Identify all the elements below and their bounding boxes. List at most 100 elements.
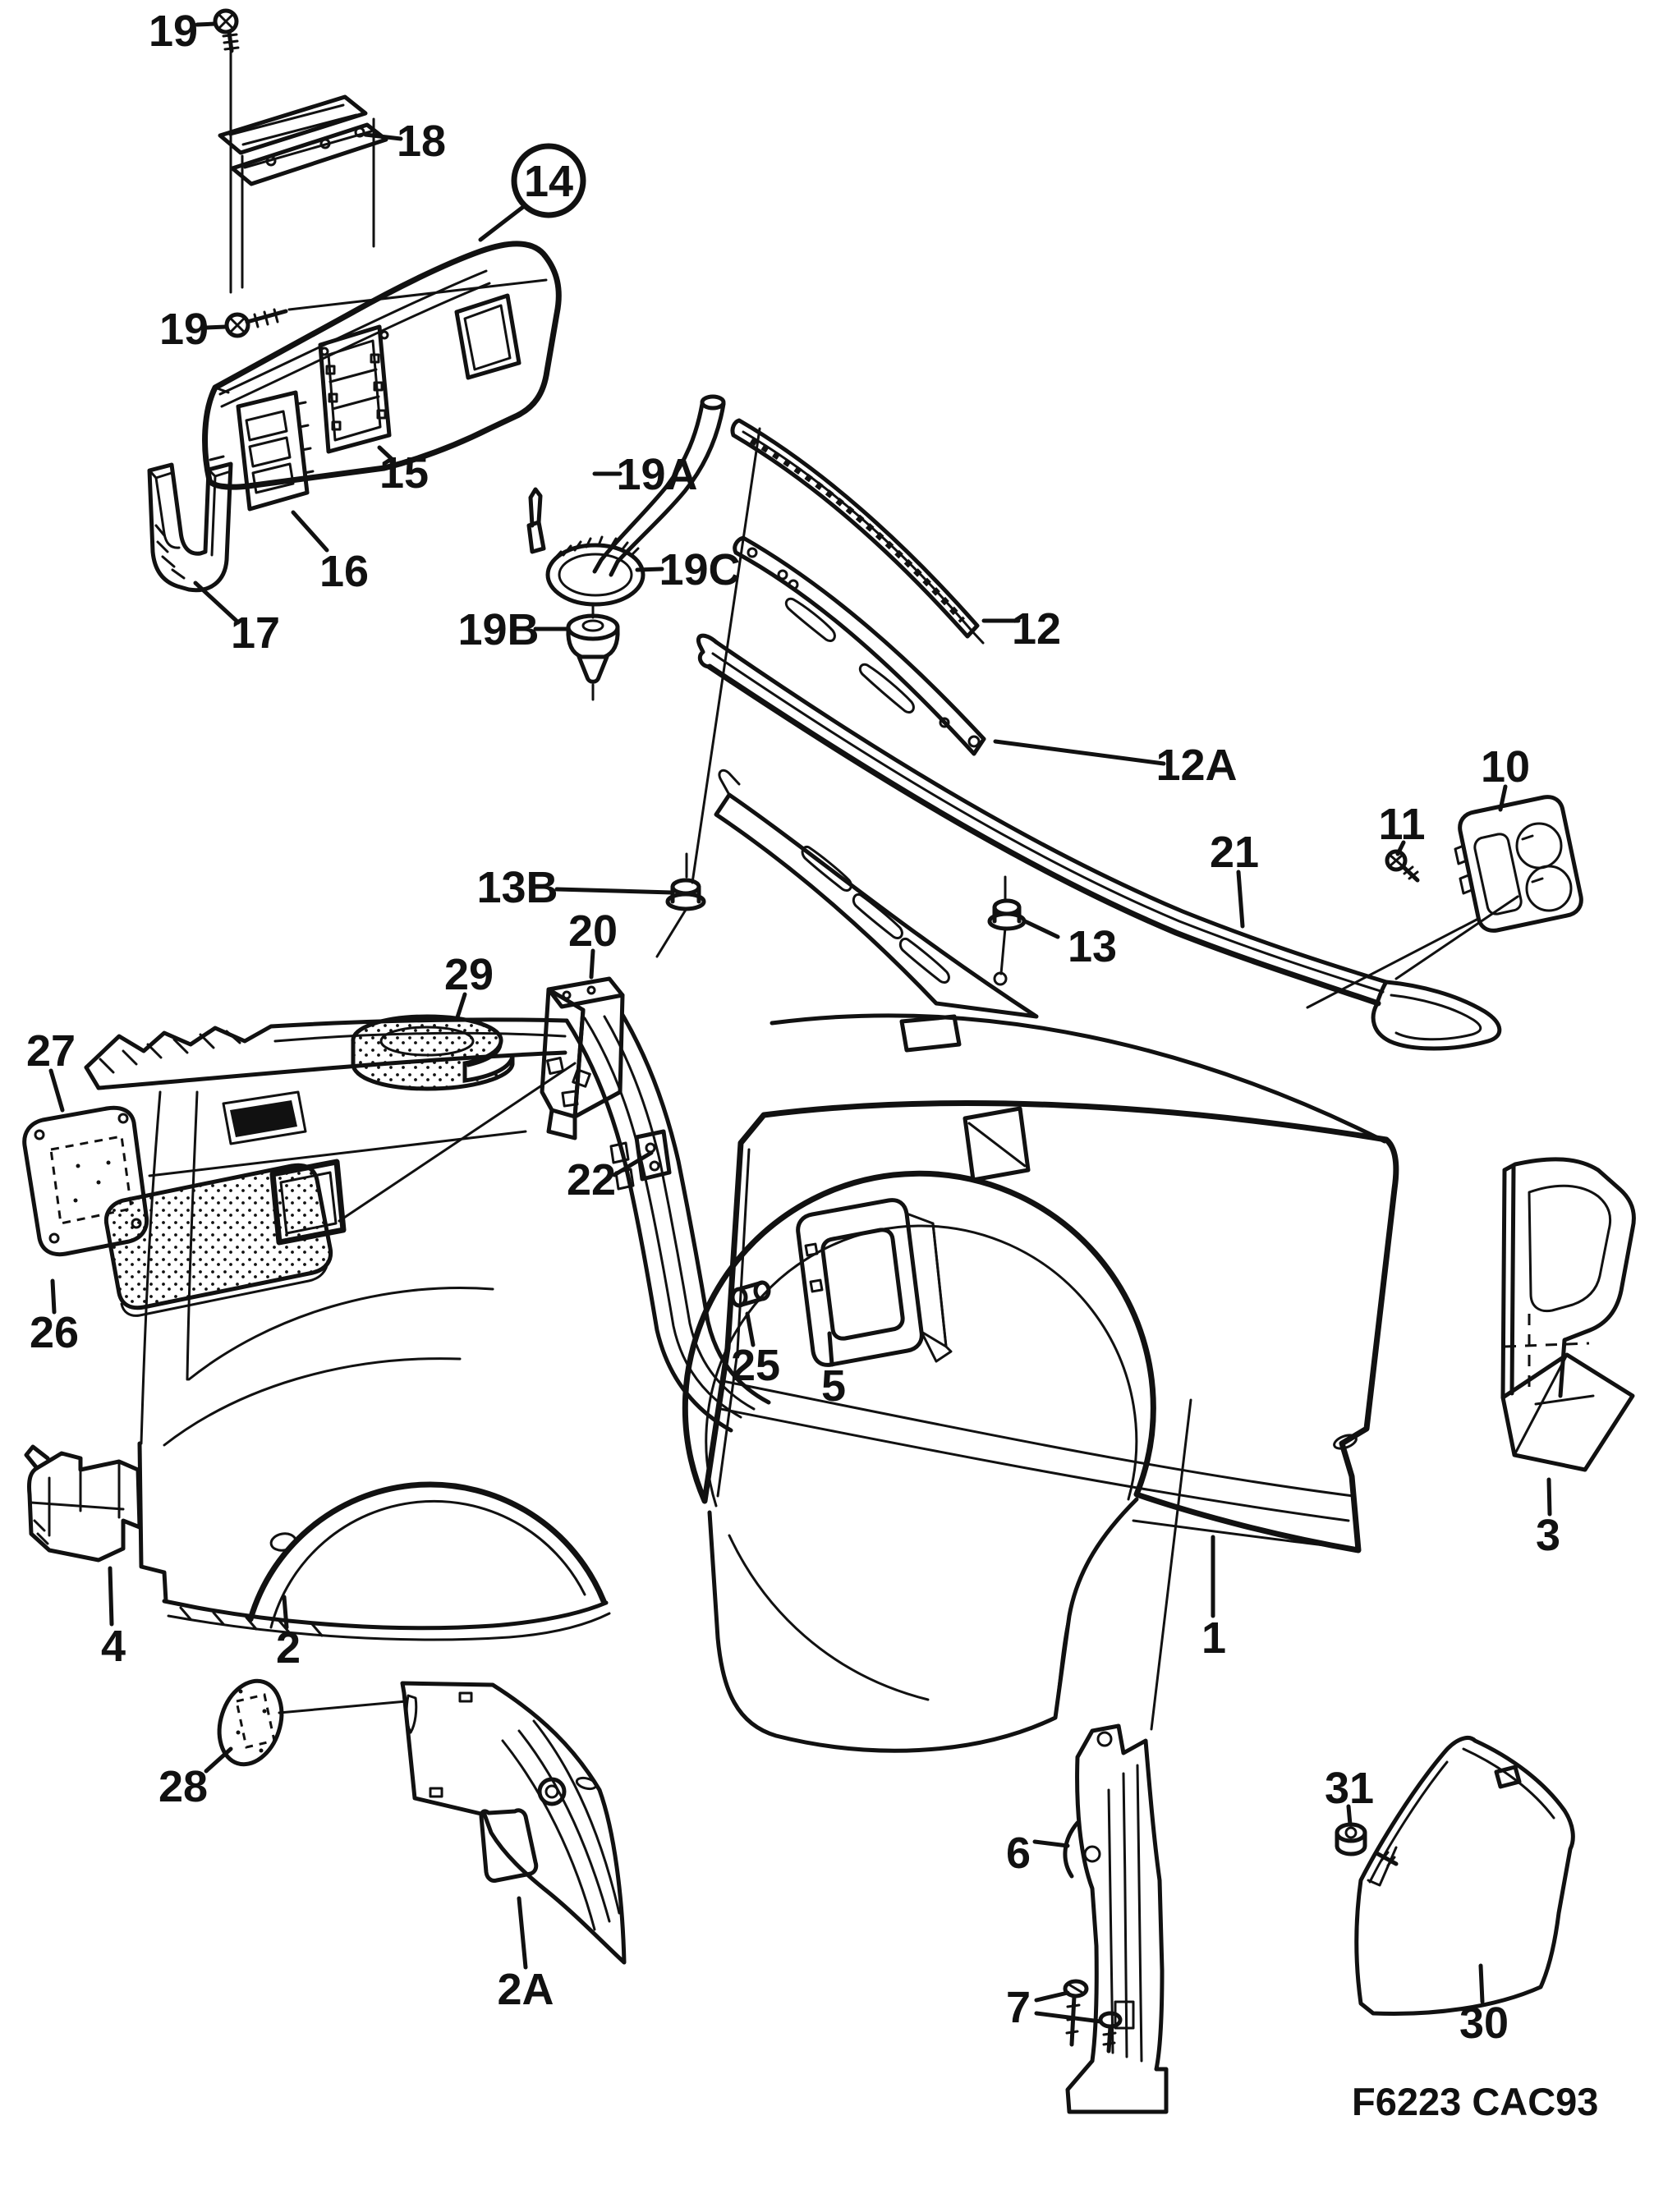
deck-rail xyxy=(714,769,1039,1019)
part-20-bracket xyxy=(540,976,625,1140)
part-18-gasket-plates xyxy=(218,94,388,289)
axis-line-strips xyxy=(691,427,761,884)
part-28-pad xyxy=(217,1678,408,1767)
callout-26: 26 xyxy=(30,1308,79,1357)
leader-line-27 xyxy=(48,1068,65,1113)
callout-28: 28 xyxy=(159,1762,208,1811)
callout-30: 30 xyxy=(1459,1999,1509,2048)
part-19b-grommet xyxy=(566,603,620,701)
part-19c-clamp xyxy=(526,487,646,607)
leader-line-31 xyxy=(1346,1804,1353,1827)
callout-7: 7 xyxy=(1006,1983,1031,2032)
leader-line-3 xyxy=(1546,1477,1552,1517)
leader-line-13B xyxy=(554,887,674,895)
leader-line-29 xyxy=(454,992,467,1022)
callout-18: 18 xyxy=(397,117,446,166)
callout-25: 25 xyxy=(731,1341,780,1390)
leader-line-2 xyxy=(282,1595,289,1630)
callout-19C: 19C xyxy=(659,545,740,594)
callout-31: 31 xyxy=(1325,1764,1374,1813)
leader-line-16 xyxy=(291,510,329,553)
leader-line-17 xyxy=(193,581,241,625)
leader-line-14 xyxy=(478,204,526,242)
leader-line-5 xyxy=(827,1331,834,1367)
leader-line-18 xyxy=(363,132,403,141)
callout-2: 2 xyxy=(276,1623,301,1673)
callout-16: 16 xyxy=(319,547,369,596)
part-12a-strip xyxy=(733,535,986,756)
callout-27: 27 xyxy=(26,1026,76,1076)
panel-2-inner-quarter xyxy=(84,1012,771,1641)
part-10-plate xyxy=(1306,795,1583,1009)
callout-21: 21 xyxy=(1210,828,1259,877)
part-14-bracket xyxy=(202,241,562,490)
leader-line-22 xyxy=(612,1150,654,1177)
leader-line-25 xyxy=(745,1311,756,1347)
part-12-strip xyxy=(730,418,985,645)
panel-1-outer-quarter xyxy=(682,1013,1399,1753)
leader-line-2A xyxy=(517,1896,528,1970)
leader-line-19C xyxy=(635,567,664,572)
drawing-code: F6223 CAC93 xyxy=(1352,2080,1598,2123)
callout-10: 10 xyxy=(1481,742,1530,792)
leader-line-21 xyxy=(1236,870,1245,929)
leader-line-19 xyxy=(204,324,228,330)
callout-6: 6 xyxy=(1006,1829,1031,1878)
leader-line-28 xyxy=(204,1746,233,1774)
leader-line-15 xyxy=(377,445,395,462)
part-2a-trim-panel xyxy=(400,1681,627,1965)
callout-22: 22 xyxy=(567,1155,616,1205)
callout-14: 14 xyxy=(524,157,573,206)
callout-17: 17 xyxy=(231,608,280,658)
leader-line-7 xyxy=(1034,2011,1103,2024)
callout-19: 19 xyxy=(159,305,209,354)
callout-19: 19 xyxy=(149,7,198,56)
fastener-11-screw xyxy=(1385,849,1420,883)
leader-line-26 xyxy=(50,1278,57,1315)
callout-13B: 13B xyxy=(476,863,558,912)
part-15-plate xyxy=(318,324,392,454)
part-29-sponge xyxy=(351,1014,515,1091)
nut-13 xyxy=(987,875,1027,975)
fastener-19-top-screw xyxy=(213,8,240,294)
callout-19B: 19B xyxy=(457,605,539,654)
leader-line-4 xyxy=(108,1566,114,1627)
leader-line-13 xyxy=(1022,919,1060,939)
part-5-filler-pocket xyxy=(796,1198,953,1367)
leader-line-30 xyxy=(1478,1963,1485,2004)
leader-line-11 xyxy=(1395,840,1406,856)
leader-line-19 xyxy=(195,21,218,27)
callout-20: 20 xyxy=(568,906,618,956)
callout-4: 4 xyxy=(101,1622,126,1671)
fasteners-7-screws xyxy=(1063,1979,1123,2054)
callout-12: 12 xyxy=(1012,604,1061,654)
callout-2A: 2A xyxy=(497,1965,554,2014)
part-6-bracket xyxy=(1063,1723,1169,2114)
part-30-trim-panel xyxy=(1354,1736,1575,2017)
leader-line-7 xyxy=(1034,1990,1070,2003)
part-17-u-bracket xyxy=(147,461,233,593)
part-22-bracket xyxy=(634,1129,672,1182)
callout-1: 1 xyxy=(1201,1613,1226,1663)
callout-3: 3 xyxy=(1536,1511,1560,1560)
part-19a-drain-tube xyxy=(592,394,726,577)
leader-line-20 xyxy=(589,948,595,980)
leader-line-10 xyxy=(1498,784,1508,812)
part-26-pad xyxy=(103,1062,577,1317)
callout-19A: 19A xyxy=(616,450,697,499)
leader-line-12A xyxy=(993,739,1166,766)
part-4-bracket xyxy=(24,1444,142,1563)
callout-12A: 12A xyxy=(1156,741,1237,790)
nut-13b xyxy=(655,852,706,958)
callout-5: 5 xyxy=(821,1361,846,1411)
callout-circle-14 xyxy=(511,143,586,218)
leader-line-6 xyxy=(1032,1839,1070,1848)
callout-29: 29 xyxy=(444,950,494,999)
part-16-vent-plate xyxy=(236,390,315,512)
part-3-corner-panel xyxy=(1500,1157,1636,1472)
callout-15: 15 xyxy=(379,448,429,498)
callout-13: 13 xyxy=(1068,922,1117,971)
